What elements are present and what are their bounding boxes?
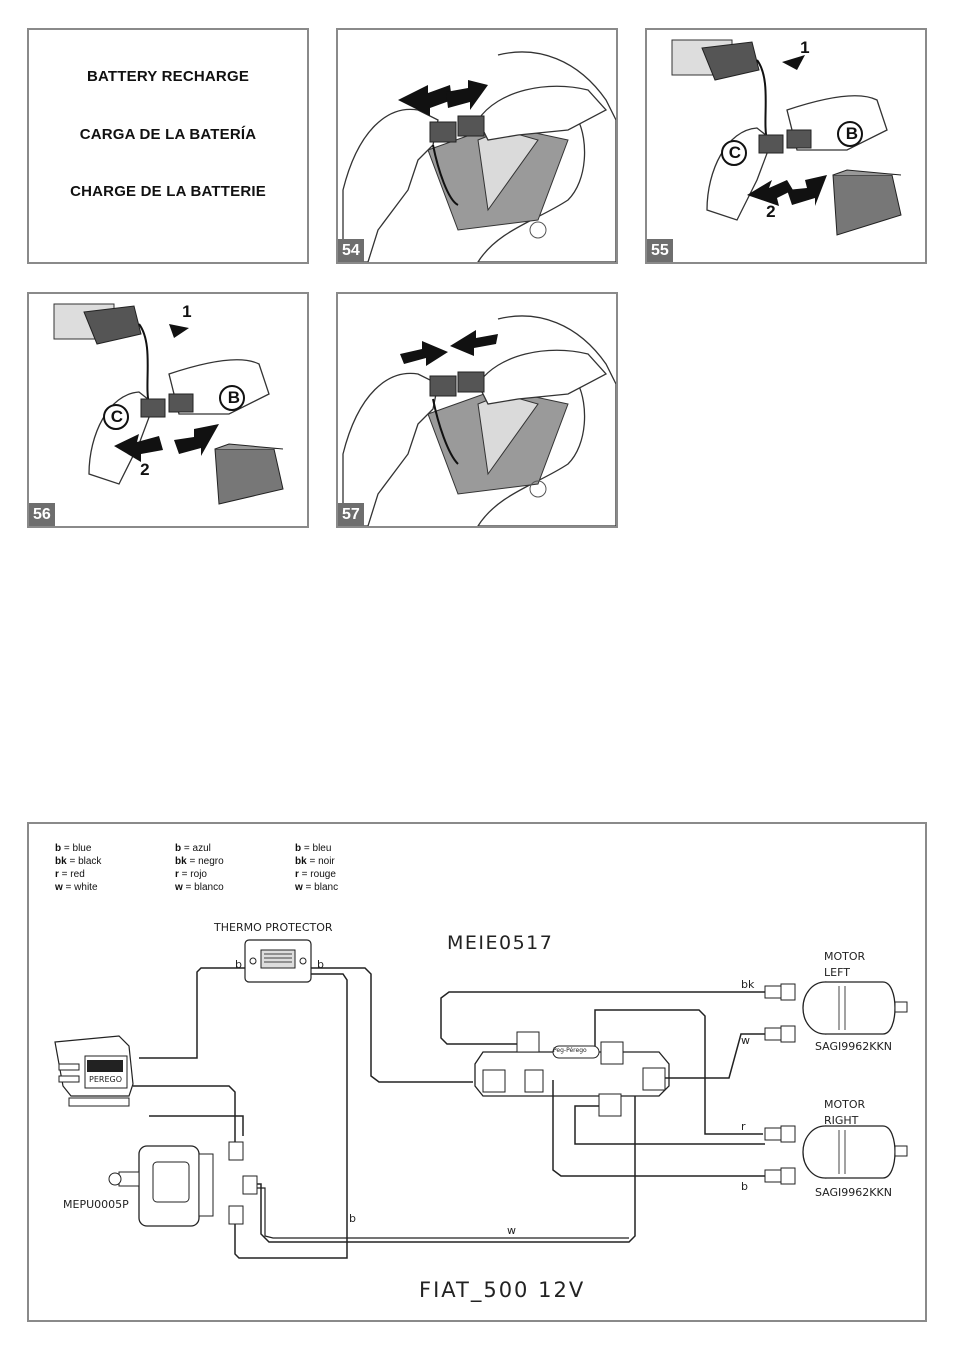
reconnect-illustration [342, 315, 616, 526]
wire-label-r: r [741, 1120, 746, 1133]
title-panel: BATTERY RECHARGE CARGA DE LA BATERÍA CHA… [27, 28, 309, 264]
title-french: CHARGE DE LA BATTERIE [70, 183, 266, 200]
legend-item: bk = black [55, 856, 102, 867]
pedal-switch [108, 1141, 258, 1227]
callout-1: 1 [182, 302, 192, 321]
key-switch [54, 1035, 134, 1107]
callout-b: B [227, 388, 241, 407]
legend-spanish: b = azul bk = negro r = rojo w = blanco [175, 842, 224, 894]
figure-number: 57 [338, 503, 364, 526]
callout-c: C [728, 143, 742, 162]
wire-label-b-bottom: b [741, 1180, 748, 1193]
motor-right-side-label: RIGHT [824, 1114, 859, 1127]
legend-item: r = rojo [175, 869, 207, 880]
motor-connectors [764, 983, 796, 1185]
legend-item: r = red [55, 869, 85, 880]
figure-number: 56 [29, 503, 55, 526]
board-brand-label: Peg-Pérego [553, 1047, 587, 1054]
board-code-label: MEIE0517 [447, 932, 554, 954]
legend-item: r = rouge [295, 869, 336, 880]
figure-number: 54 [338, 239, 364, 262]
legend-item: w = blanc [295, 882, 339, 893]
callout-1: 1 [800, 38, 810, 57]
wire-label-b-right: b [317, 958, 324, 971]
legend-item: bk = negro [175, 856, 224, 867]
legend-item: w = white [55, 882, 98, 893]
wire-label-w-bottom: w [507, 1224, 516, 1237]
legend-item: b = azul [175, 843, 211, 854]
control-board [474, 1031, 670, 1117]
legend-item: b = blue [55, 843, 92, 854]
motor-left-side-label: LEFT [824, 966, 850, 979]
motor-left [802, 981, 908, 1035]
callout-c: C [110, 407, 124, 426]
figure-number: 55 [647, 239, 673, 262]
pedal-code-label: MEPU0005P [63, 1198, 129, 1211]
charger-connect-illustration [671, 39, 902, 236]
thermo-protector-label: THERMO PROTECTOR [214, 921, 333, 934]
motor-left-label: MOTOR [824, 950, 866, 963]
callout-2: 2 [140, 460, 150, 479]
disconnect-illustration [342, 51, 616, 262]
legend-item: b = bleu [295, 843, 332, 854]
figure-56: 1 B C 2 56 [27, 292, 309, 528]
wire-label-b-left: b [235, 958, 242, 971]
charger-disconnect-illustration [53, 303, 284, 505]
model-label: FIAT_500 12V [419, 1278, 586, 1302]
wiring-diagram-panel: b = blue bk = black r = red w = white b … [27, 822, 927, 1322]
figure-57: 57 [336, 292, 618, 528]
title-english: BATTERY RECHARGE [86, 68, 250, 85]
wire-label-b-pedal: b [349, 1212, 356, 1225]
motor-left-code-label: SAGI9962KKN [815, 1040, 892, 1053]
title-spanish: CARGA DE LA BATERÍA [79, 126, 257, 143]
wire-label-bk: bk [741, 978, 755, 991]
figure-54: 54 [336, 28, 618, 264]
motor-right-label: MOTOR [824, 1098, 866, 1111]
callout-2: 2 [766, 202, 776, 221]
figure-55: 1 B C 2 55 [645, 28, 927, 264]
brand-label: PEREGO [89, 1075, 122, 1084]
legend-item: w = blanco [175, 882, 224, 893]
legend-item: bk = noir [295, 856, 335, 867]
motor-right [802, 1125, 908, 1179]
legend-french: b = bleu bk = noir r = rouge w = blanc [295, 842, 338, 894]
callout-b: B [845, 124, 859, 143]
motor-right-code-label: SAGI9962KKN [815, 1186, 892, 1199]
wire-label-w-top: w [741, 1034, 750, 1047]
wiring-schematic [54, 939, 908, 1259]
legend-english: b = blue bk = black r = red w = white [55, 842, 101, 894]
